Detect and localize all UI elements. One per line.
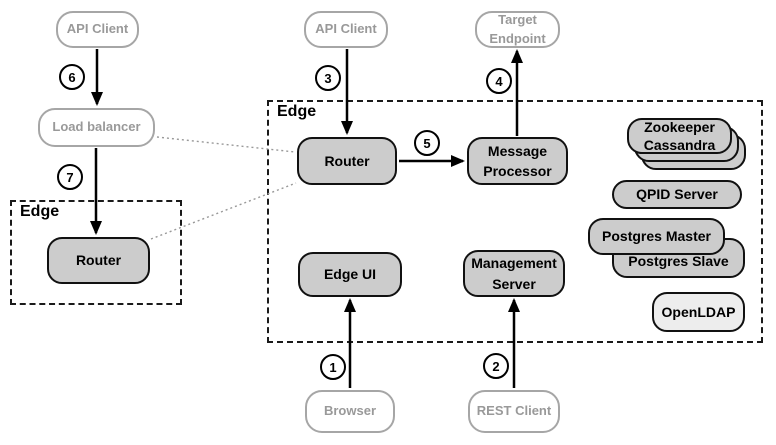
step-5-number: 5 [423,135,431,151]
node-message-processor-label: Message Processor [483,142,552,179]
dotted-link-left-router-to-main-router [150,182,297,240]
node-api-client-left: API Client [56,11,139,48]
node-zookeeper-cassandra: Zookeeper Cassandra [627,118,732,154]
step-badge-2: 2 [483,353,509,379]
step-3-number: 3 [324,70,332,86]
node-browser-label: Browser [323,403,377,419]
node-openldap-label: OpenLDAP [661,303,736,320]
node-router-main: Router [297,137,397,185]
step-6-number: 6 [68,69,76,85]
node-api-client-mid-label: API Client [315,21,377,37]
step-badge-1: 1 [320,354,346,380]
node-load-balancer: Load balancer [38,108,155,147]
node-rest-client: REST Client [468,390,560,433]
node-target-endpoint: Target Endpoint [475,11,560,48]
step-badge-3: 3 [315,65,341,91]
edge-main-group-label: Edge [277,103,317,120]
node-message-processor: Message Processor [467,137,568,185]
node-browser: Browser [305,390,395,433]
step-badge-7: 7 [57,164,83,190]
step-badge-6: 6 [59,64,85,90]
node-zookeeper-label: Zookeeper [644,118,715,135]
node-postgres-master-label: Postgres Master [602,228,711,245]
node-postgres-master: Postgres Master [588,218,725,255]
node-openldap: OpenLDAP [652,292,745,332]
node-qpid-server-label: QPID Server [636,186,718,203]
node-qpid-server: QPID Server [612,180,742,209]
node-management-server: Management Server [463,250,565,297]
edge-left-group-label: Edge [20,203,60,220]
node-edge-ui-label: Edge UI [323,266,377,283]
node-api-client-left-label: API Client [66,21,129,37]
node-target-endpoint-label: Target Endpoint [489,11,546,46]
node-router-left-label: Router [75,252,122,269]
node-router-left: Router [47,237,150,284]
node-postgres-slave-label: Postgres Slave [628,252,729,269]
node-router-main-label: Router [324,152,370,169]
node-cassandra-label: Cassandra [643,137,716,153]
step-7-number: 7 [66,169,74,185]
node-load-balancer-label: Load balancer [52,119,141,135]
step-badge-4: 4 [486,68,512,94]
node-rest-client-label: REST Client [476,403,552,419]
step-4-number: 4 [495,73,503,89]
node-edge-ui: Edge UI [298,252,402,297]
dotted-link-loadbalancer-to-main-router [156,136,296,153]
step-badge-5: 5 [414,130,440,156]
step-2-number: 2 [492,358,500,374]
node-api-client-mid: API Client [304,11,388,48]
step-1-number: 1 [329,359,337,375]
node-management-server-label: Management Server [471,255,557,292]
